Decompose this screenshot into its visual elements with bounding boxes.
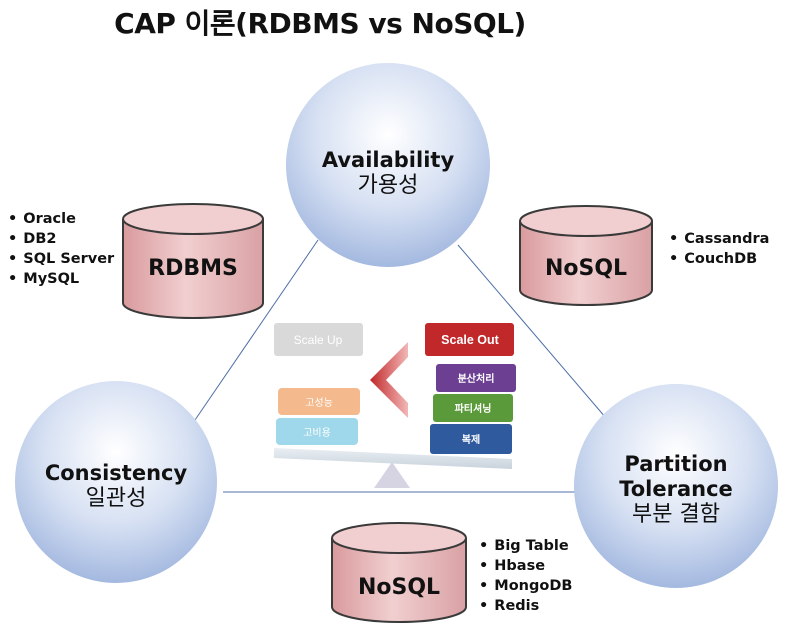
comparison-chevron-icon — [370, 342, 408, 418]
balance-fulcrum — [374, 462, 410, 488]
list-item: DB2 — [8, 229, 114, 249]
list-item: Big Table — [479, 536, 572, 556]
scale-out-label: Scale Out — [441, 333, 499, 347]
scale-illustration — [274, 323, 516, 488]
partition-ko: 부분 결함 — [632, 502, 720, 528]
availability-ko: 가용성 — [357, 173, 419, 199]
scale-out-box — [425, 323, 514, 356]
block-partitioning — [433, 394, 513, 422]
scale-up-label: Scale Up — [294, 333, 343, 347]
block-high-cost — [276, 418, 358, 445]
rdbms-label: RDBMS — [148, 256, 238, 281]
availability-circle — [286, 63, 490, 267]
block-label-high-cost: 고비용 — [303, 427, 331, 439]
block-distributed — [436, 364, 516, 392]
page-title: CAP 이론(RDBMS vs NoSQL) — [114, 7, 526, 40]
block-replication — [430, 424, 512, 454]
list-item: CouchDB — [669, 249, 769, 269]
edge-availability-partition — [457, 244, 607, 419]
partition-en-1: Partition — [624, 452, 728, 476]
balance-beam — [274, 448, 512, 469]
edge-availability-consistency — [194, 239, 319, 421]
partition-tolerance-circle — [574, 384, 778, 588]
nosql-cp-label: NoSQL — [357, 575, 441, 600]
list-item: MySQL — [8, 269, 114, 289]
nosql-ap-label: NoSQL — [544, 256, 628, 281]
list-item: Hbase — [479, 556, 572, 576]
consistency-en: Consistency — [44, 461, 188, 485]
availability-en: Availability — [321, 148, 455, 172]
nosql-ap-product-list: Cassandra CouchDB — [669, 229, 769, 269]
block-label-replication: 복제 — [462, 433, 480, 446]
scale-up-box — [274, 323, 363, 356]
availability-label: Availability 가용성 — [288, 148, 488, 200]
block-label-partitioning: 파티셔닝 — [455, 402, 492, 415]
list-item: MongoDB — [479, 576, 572, 596]
partition-en-2: Tolerance — [619, 477, 733, 502]
partition-tolerance-label: Partition Tolerance 부분 결함 — [576, 452, 776, 529]
list-item: SQL Server — [8, 249, 114, 269]
rdbms-cylinder — [122, 203, 264, 319]
list-item: Redis — [479, 596, 572, 616]
block-high-performance — [278, 388, 360, 415]
block-label-distributed: 분산처리 — [458, 372, 495, 385]
block-label-high-performance: 고성능 — [305, 397, 333, 409]
list-item: Cassandra — [669, 229, 769, 249]
consistency-circle — [15, 381, 217, 583]
consistency-label: Consistency 일관성 — [16, 461, 216, 513]
nosql-cp-product-list: Big Table Hbase MongoDB Redis — [479, 536, 572, 616]
consistency-ko: 일관성 — [85, 486, 147, 512]
rdbms-product-list: Oracle DB2 SQL Server MySQL — [8, 209, 114, 289]
nosql-ap-cylinder — [519, 205, 653, 306]
list-item: Oracle — [8, 209, 114, 229]
nosql-cp-cylinder — [331, 522, 467, 623]
